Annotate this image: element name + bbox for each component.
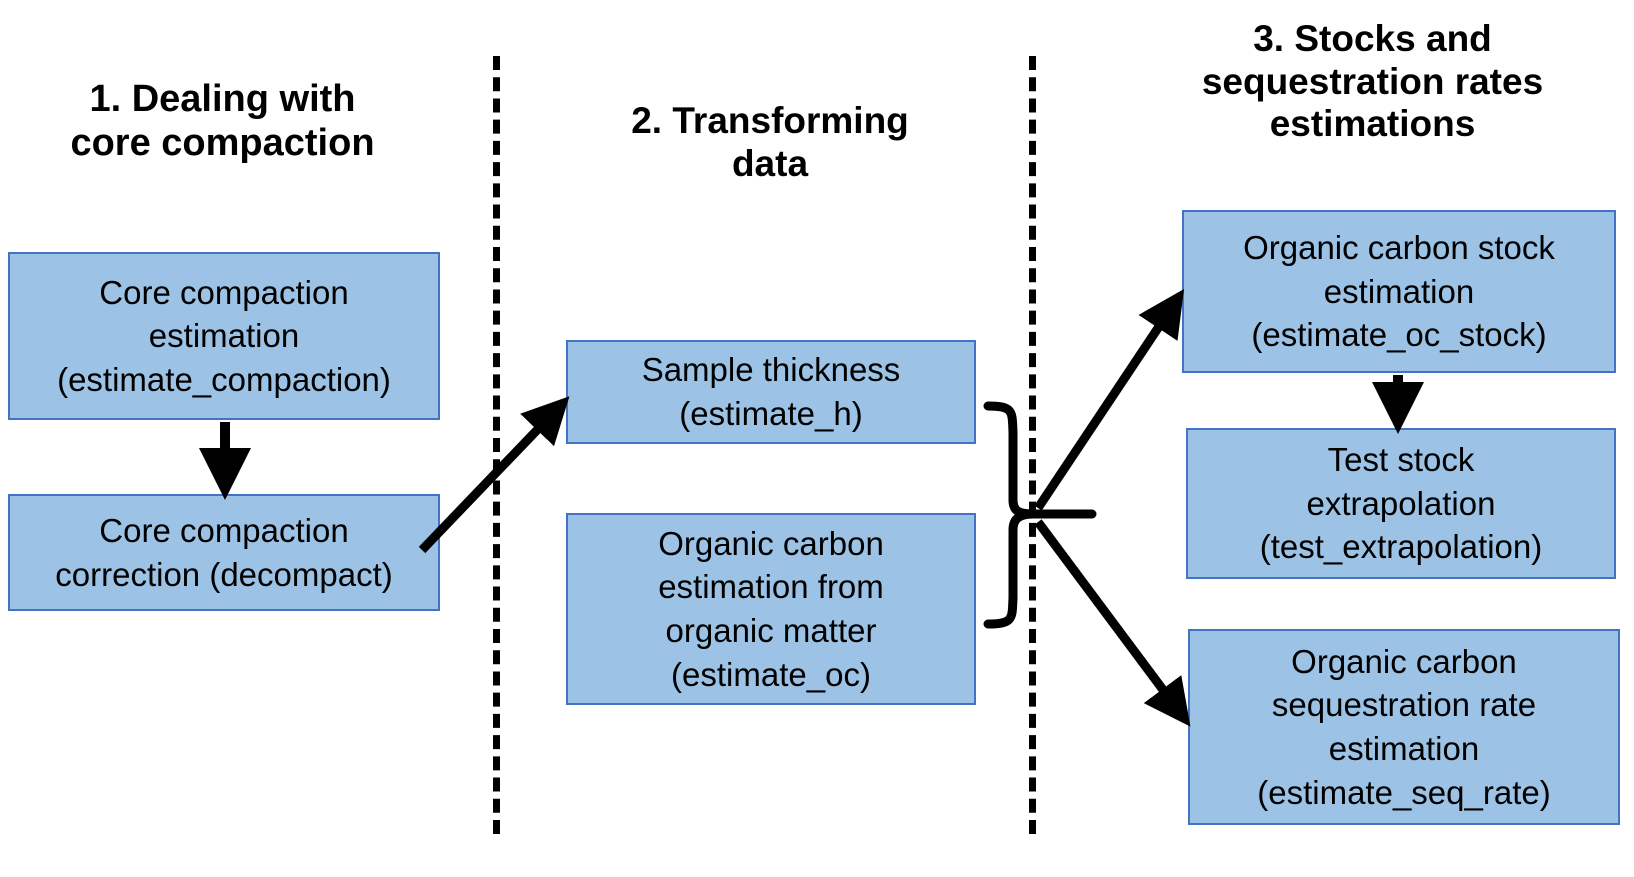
arrow-decompact-to-estimate-h <box>418 396 570 554</box>
process-box-estimate-h[interactable]: Sample thickness (estimate_h) <box>566 340 976 444</box>
process-box-estimate-seq-rate[interactable]: Organic carbon sequestration rate estima… <box>1188 629 1620 825</box>
arrow-junction-to-seq-rate <box>1034 519 1191 727</box>
process-box-estimate-oc[interactable]: Organic carbon estimation from organic m… <box>566 513 976 705</box>
brace-grouping-column2-outputs <box>983 401 1039 629</box>
section-divider-2 <box>1029 56 1036 834</box>
column-heading-stocks-and-sequestration-rates: 3. Stocks and sequestration rates estima… <box>1201 18 1544 145</box>
process-box-estimate-oc-stock[interactable]: Organic carbon stock estimation (estimat… <box>1182 210 1616 373</box>
section-divider-1 <box>493 56 500 834</box>
arrow-junction-to-oc-stock <box>1034 289 1184 511</box>
process-box-decompact[interactable]: Core compaction correction (decompact) <box>8 494 440 611</box>
process-box-test-extrapolation[interactable]: Test stock extrapolation (test_extrapola… <box>1186 428 1616 579</box>
column-heading-transforming-data: 2. Transforming data <box>631 100 909 184</box>
column-heading-dealing-with-core-compaction: 1. Dealing with core compaction <box>70 78 375 164</box>
process-box-estimate-compaction[interactable]: Core compaction estimation (estimate_com… <box>8 252 440 420</box>
